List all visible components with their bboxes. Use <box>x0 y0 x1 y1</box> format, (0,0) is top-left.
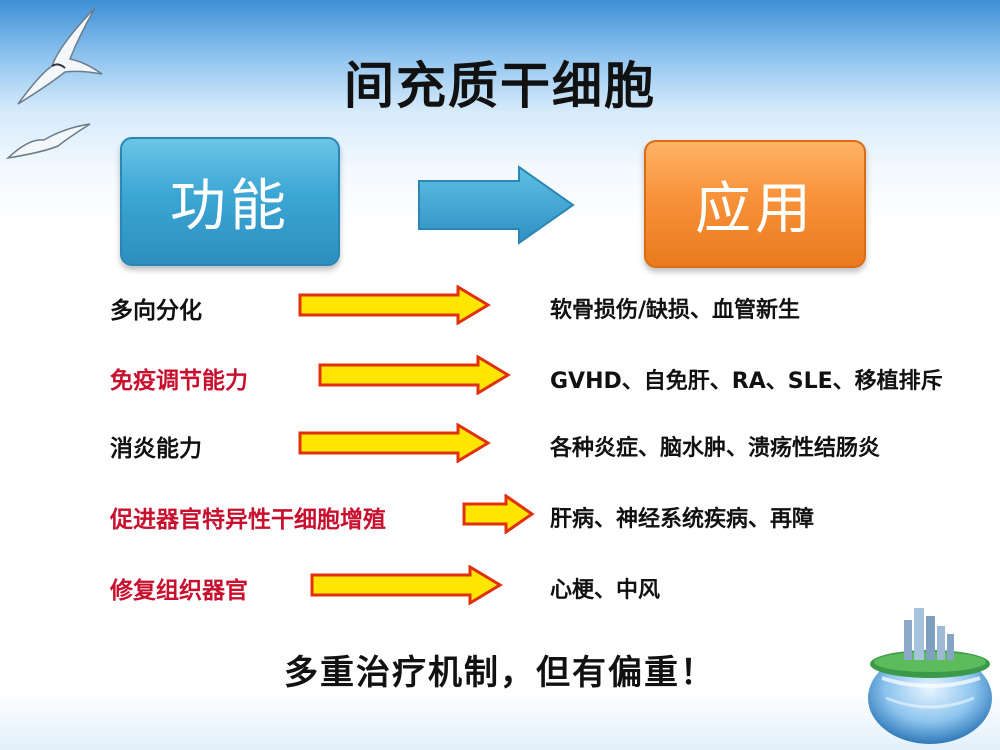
right-arrow-icon <box>462 494 536 534</box>
right-arrow-icon <box>417 165 577 245</box>
application-item: GVHD、自免肝、RA、SLE、移植排斥 <box>550 363 943 395</box>
conclusion-text: 多重治疗机制，但有偏重！ <box>0 645 1000 694</box>
application-item: 软骨损伤/缺损、血管新生 <box>550 292 800 324</box>
application-item: 各种炎症、脑水肿、溃疡性结肠炎 <box>550 430 880 462</box>
right-arrow-icon <box>298 285 492 325</box>
function-item: 多向分化 <box>110 291 202 325</box>
application-box: 应用 <box>644 140 866 268</box>
right-arrow-icon <box>298 423 492 463</box>
page-title: 间充质干细胞 <box>0 46 1000 118</box>
right-arrow-icon <box>318 355 512 395</box>
function-box-label: 功能 <box>170 161 290 242</box>
application-box-label: 应用 <box>695 164 815 245</box>
function-item: 免疫调节能力 <box>110 361 248 395</box>
function-item: 消炎能力 <box>110 429 202 463</box>
application-item: 心梗、中风 <box>550 572 660 604</box>
function-item: 促进器官特异性干细胞增殖 <box>110 500 386 534</box>
function-item: 修复组织器官 <box>110 571 248 605</box>
function-box: 功能 <box>120 137 340 266</box>
seagull-icon <box>4 118 94 168</box>
globe-city-icon <box>862 598 998 748</box>
right-arrow-icon <box>310 565 504 605</box>
application-item: 肝病、神经系统疾病、再障 <box>550 501 814 533</box>
